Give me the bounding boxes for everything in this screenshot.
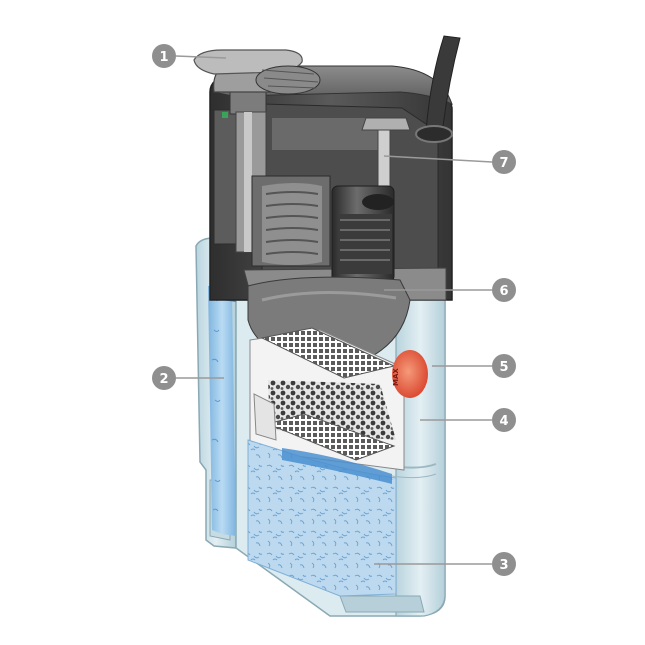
callout-4: 4 <box>492 408 516 432</box>
filter-basket <box>249 327 405 471</box>
leader-line-7 <box>383 155 493 163</box>
leader-lines <box>175 55 493 565</box>
callout-6: 6 <box>492 278 516 302</box>
callout-5-label: 5 <box>499 360 508 375</box>
callout-3: 3 <box>492 552 516 576</box>
callout-7: 7 <box>492 150 516 174</box>
motor-unit <box>251 175 395 283</box>
callout-2: 2 <box>152 366 176 390</box>
leader-line-1 <box>175 55 227 59</box>
filter-sponge <box>247 439 397 597</box>
flow-regulator-shaft <box>361 117 411 201</box>
callout-5: 5 <box>492 354 516 378</box>
water-inflow-channel <box>208 284 236 536</box>
power-cable <box>415 35 461 143</box>
max-label: MAX <box>392 368 400 386</box>
callout-3-label: 3 <box>499 558 508 573</box>
callout-6-label: 6 <box>499 284 508 299</box>
callout-1-label: 1 <box>159 50 168 65</box>
callout-2-label: 2 <box>159 372 168 387</box>
callout-1: 1 <box>152 44 176 68</box>
max-level-indicator: MAX <box>392 350 428 398</box>
outlet-nozzle <box>193 49 321 253</box>
callout-7-label: 7 <box>499 156 508 171</box>
callout-4-label: 4 <box>499 414 508 429</box>
